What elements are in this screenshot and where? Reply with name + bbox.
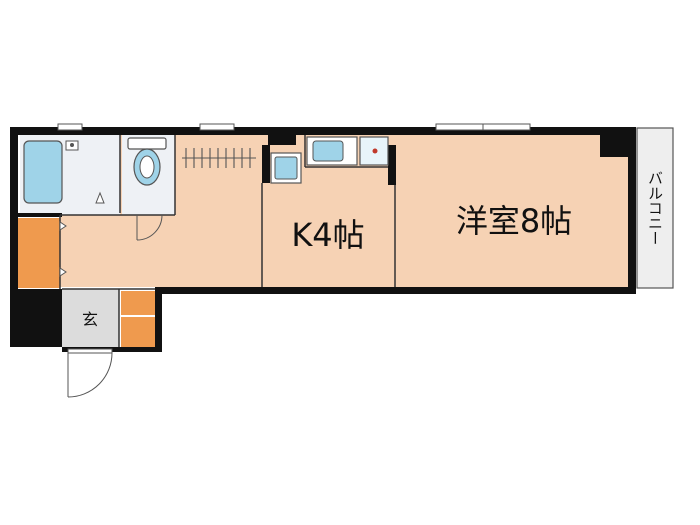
entrance-door-icon [67,348,113,398]
balcony-label: バルコニー [646,171,664,246]
door-swing-icon [136,214,163,241]
sink-icon [306,136,358,166]
entrance-floor [62,289,119,347]
western-room-floor [395,135,632,287]
closet-rod-icon [182,148,256,168]
storage-left [18,218,60,288]
toilet-icon [127,137,167,186]
storage-door-marks [59,221,67,277]
walls [10,127,636,352]
kitchen-label: K4帖 [291,216,364,254]
washer-pan-icon [270,152,302,184]
shoe-storage-top [121,291,155,315]
western-room-label: 洋室8帖 [456,202,572,240]
window-icon [57,123,531,131]
bathtub-icon [23,140,105,204]
partitions [59,135,396,347]
stove-icon [359,136,389,166]
shoe-storage-bottom [121,317,155,347]
entrance-label: 玄 [82,310,98,329]
